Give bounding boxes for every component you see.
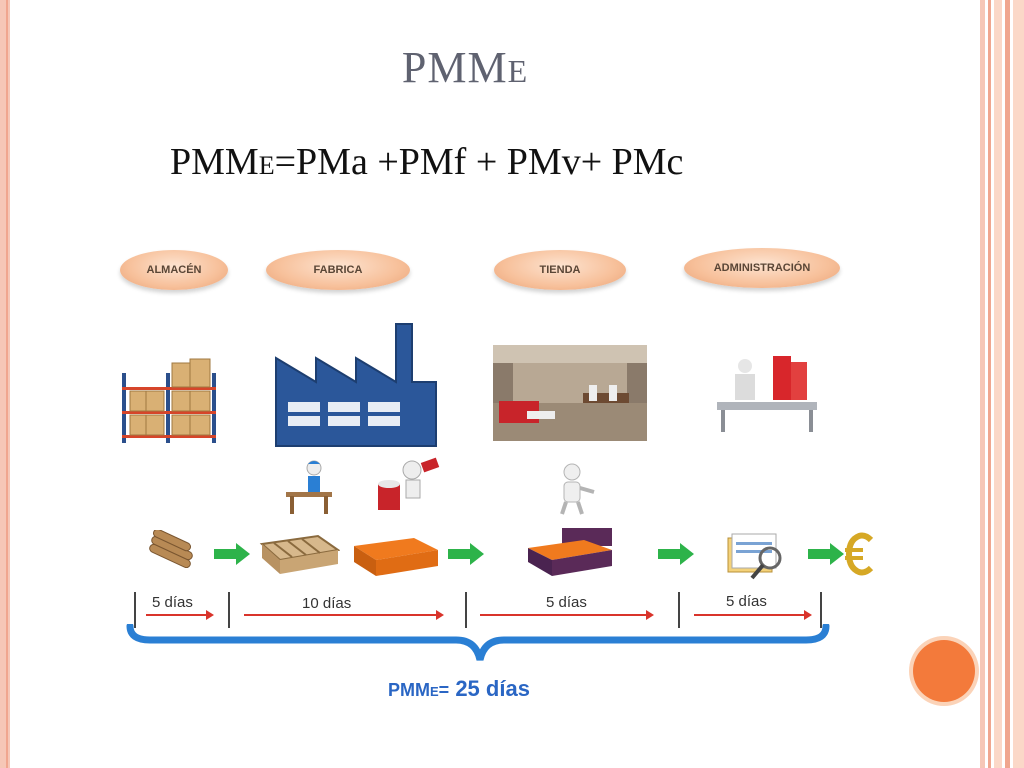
total-brace [126,624,830,661]
office-desk-icon [717,356,817,432]
painter-icon [378,457,440,510]
timeline-tick [134,592,136,628]
euro-icon [845,532,874,576]
green-arrow-icon [448,543,484,565]
green-arrow-icon [808,543,844,565]
green-arrow-icon [658,543,694,565]
timeline-tick [820,592,822,628]
carpenter-icon [286,460,332,514]
warehouse-icon [122,358,216,443]
timeline-tick [228,592,230,628]
timeline-tick [465,592,467,628]
total-duration: PMME= 25 días [388,676,530,701]
green-arrow-icon [214,543,250,565]
formula: PMME=PMa +PMf + PMv+ PMc [170,141,684,183]
duration-arrow [694,610,812,620]
stage-pill-almacen: ALMACÉN [120,250,228,290]
stage-pill-administracion: ADMINISTRACIÓN [684,248,840,288]
person-icon [560,463,595,515]
duration-label: 5 días [726,593,767,610]
stage-pill-fabrica: FABRICA [266,250,410,290]
documents-icon [727,533,782,580]
timeline-tick [678,592,680,628]
bed-icon [354,538,438,576]
left-border [0,0,10,768]
bed-frame-icon [259,534,340,574]
duration-label: 5 días [546,594,587,611]
duration-arrow [146,610,214,620]
slide-title: PMME [401,43,529,92]
right-border [978,0,1024,768]
stage-pill-tienda: TIENDA [494,250,626,290]
duration-label: 10 días [302,595,352,612]
decorative-circle [913,640,975,702]
duration-label: 5 días [152,594,193,611]
duration-arrow [244,610,444,620]
factory-icon [275,323,437,447]
store-interior-icon [493,345,647,441]
wood-logs-icon [149,530,193,568]
finished-bed-icon [528,528,612,576]
duration-arrow [480,610,654,620]
